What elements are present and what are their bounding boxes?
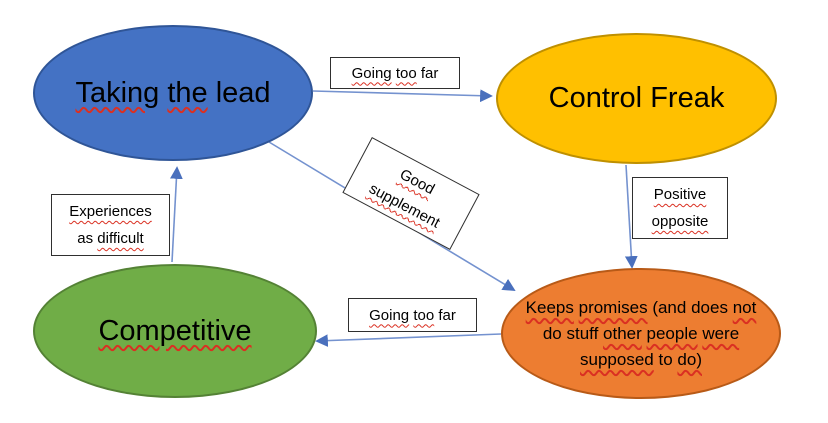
label-going-too-far-bottom[interactable]: Going too far [348, 298, 477, 332]
node-control-freak[interactable]: Control Freak [496, 33, 777, 164]
node-taking-the-lead[interactable]: Taking the lead [33, 25, 313, 161]
label-going-too-far-bottom-text: Going too far [369, 306, 456, 324]
node-control-freak-label: Control Freak [548, 82, 725, 114]
arrow-control-freak-to-keeps-promises[interactable] [624, 164, 638, 269]
arrow-keeps-promises-to-competitive[interactable] [315, 333, 502, 347]
node-taking-the-lead-label: Taking the lead [75, 76, 271, 109]
node-competitive-label: Competitive [98, 314, 252, 347]
arrow-competitive-to-taking-lead[interactable] [170, 166, 183, 263]
label-going-too-far-top-text: Going too far [351, 64, 439, 82]
label-going-too-far-top[interactable]: Going too far [330, 57, 460, 89]
node-competitive[interactable]: Competitive [33, 264, 317, 398]
arrow-taking-lead-to-control-freak[interactable] [312, 89, 493, 103]
